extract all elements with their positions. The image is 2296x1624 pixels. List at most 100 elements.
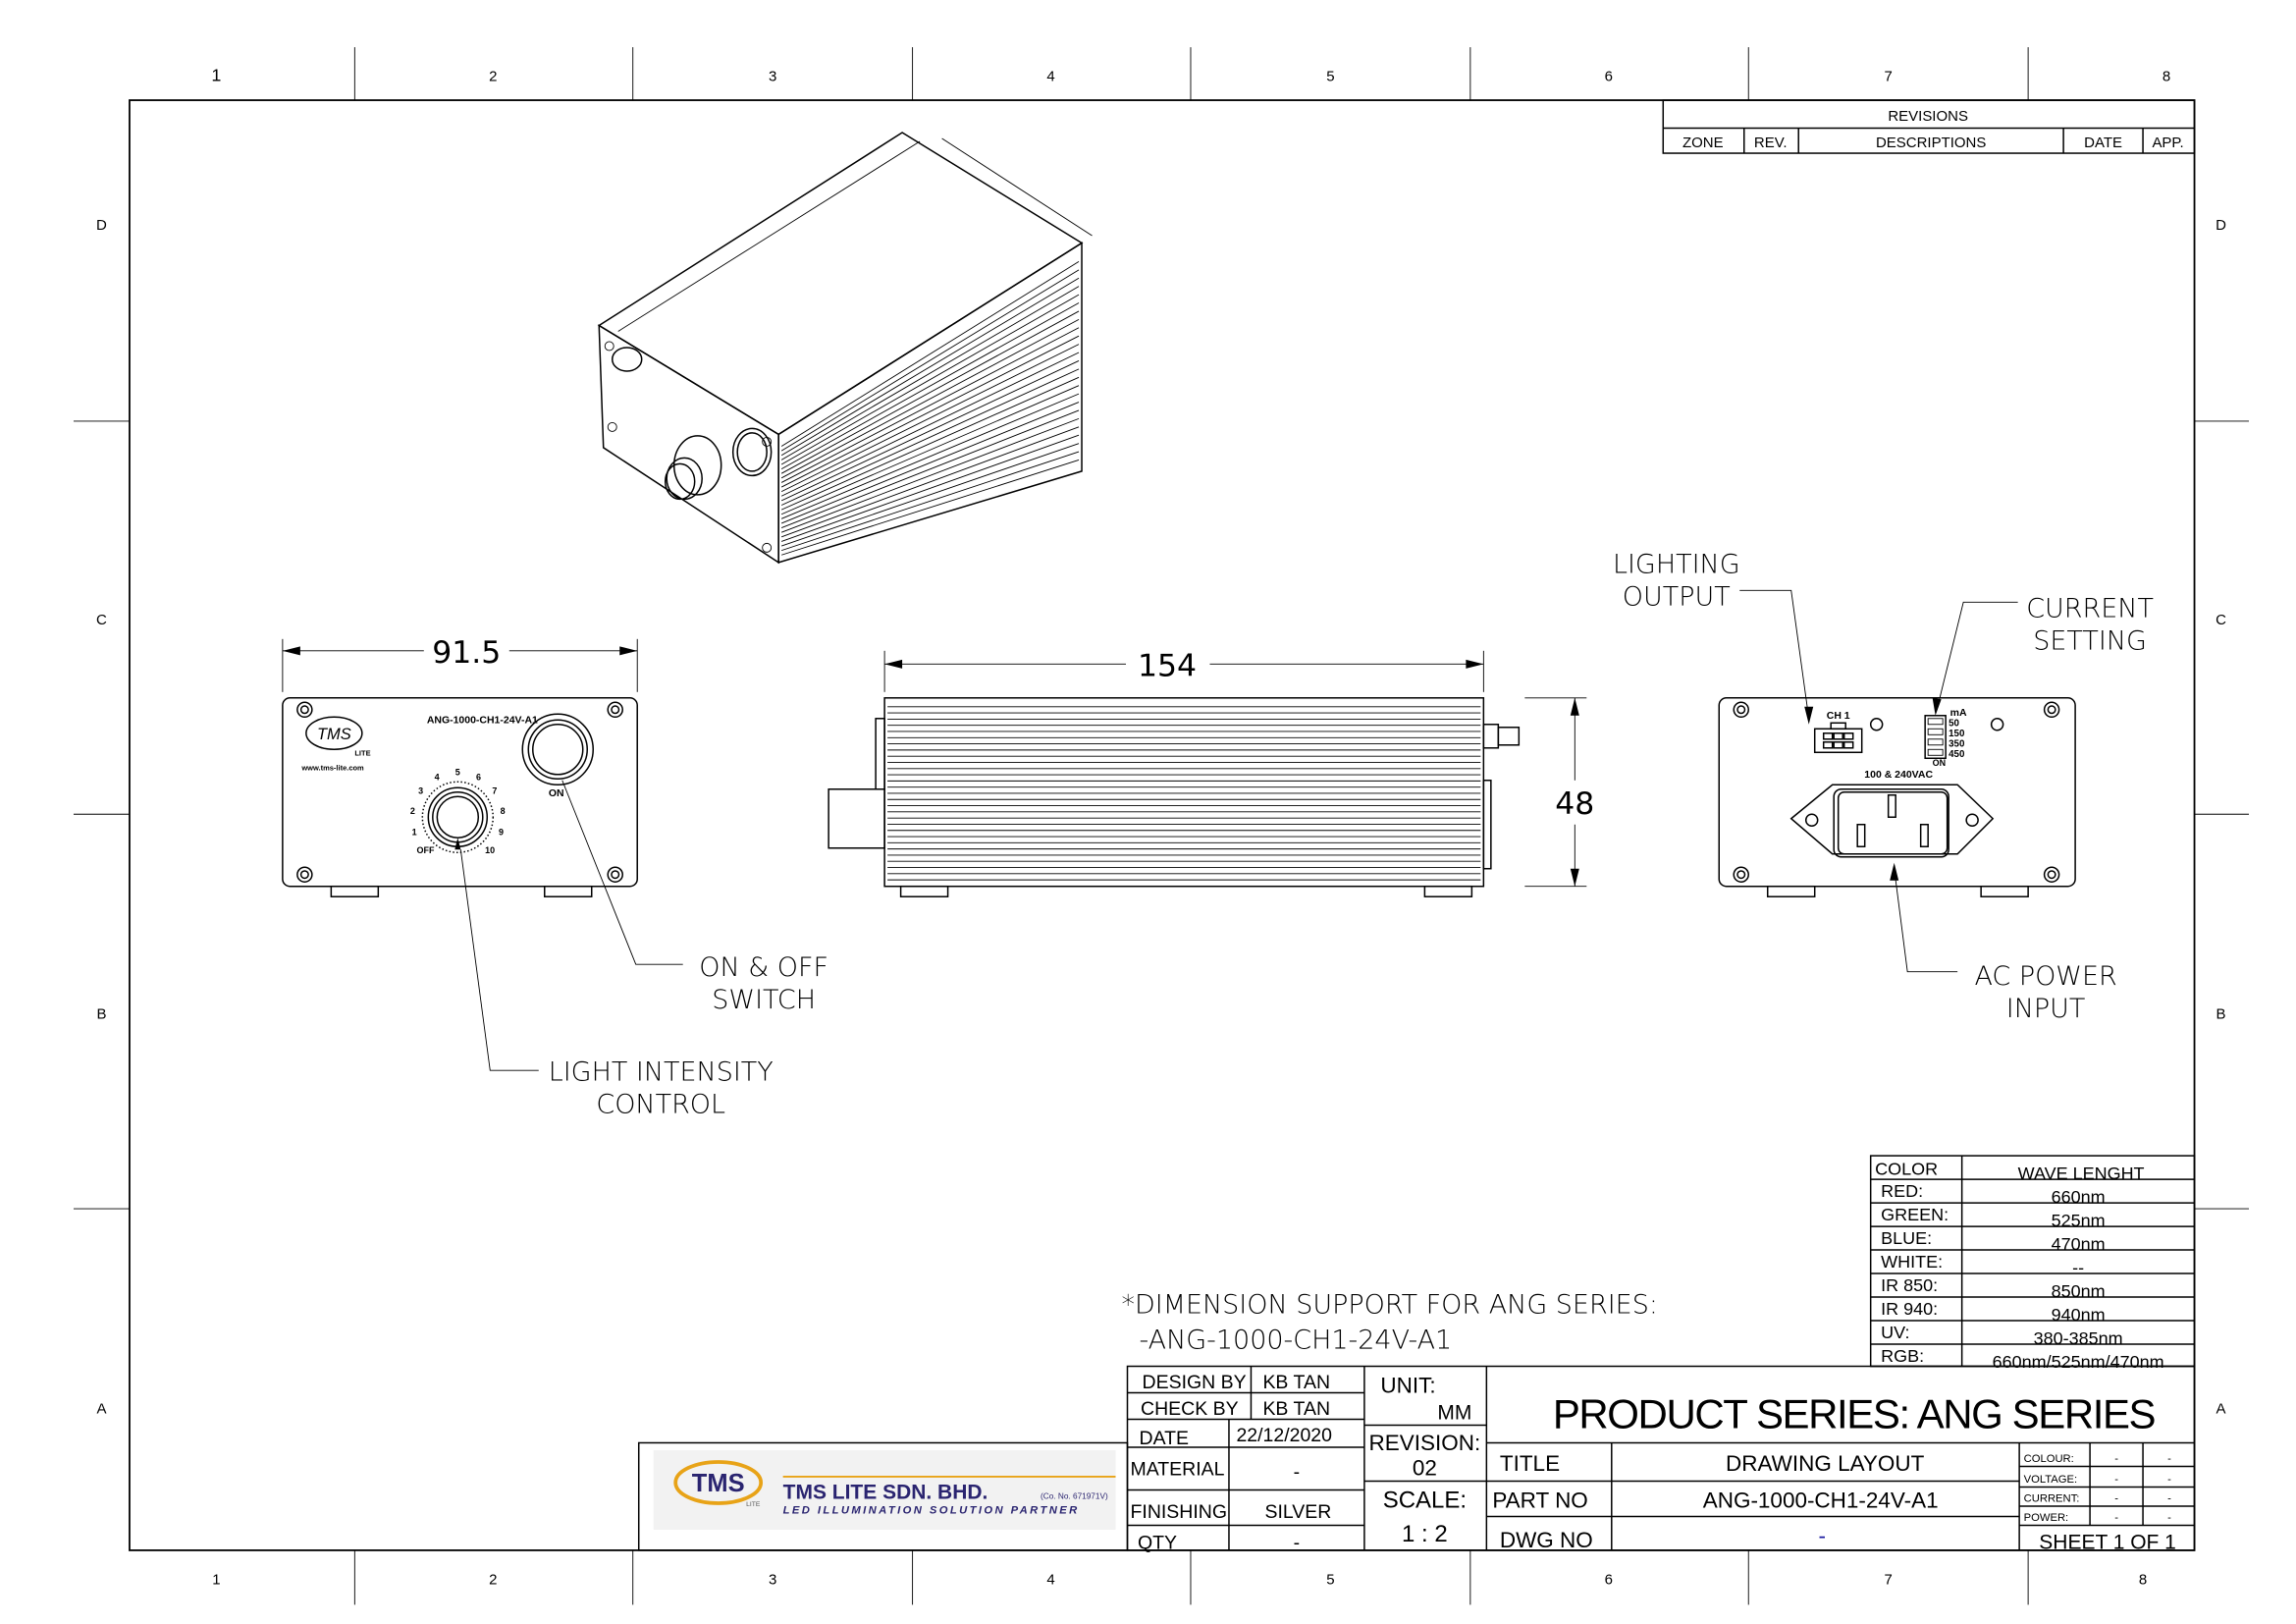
- part-no-label: PART NO: [1492, 1488, 1587, 1512]
- fin-line: [781, 426, 1080, 538]
- front-logo-sub: LITE: [354, 748, 370, 757]
- callout-lighting-output-2: OUTPUT: [1623, 581, 1731, 612]
- zone-row-left: C: [96, 612, 107, 628]
- company-logo-icon: [673, 1460, 764, 1505]
- current-dip-switch[interactable]: [1924, 715, 1947, 760]
- part-no-value: ANG-1000-CH1-24V-A1: [1703, 1488, 1939, 1512]
- callout-current-setting-1: CURRENT: [2026, 593, 2154, 623]
- isometric-view: [597, 132, 1093, 565]
- zone-column-bottom: 3: [769, 1571, 776, 1588]
- zone-column-bottom: 8: [2139, 1571, 2147, 1588]
- tms-logo-icon: [305, 716, 363, 751]
- dial-label: 5: [455, 768, 460, 778]
- color-table-color: UV:: [1881, 1323, 1909, 1342]
- on-off-switch[interactable]: [521, 713, 594, 786]
- channel-label: CH 1: [1827, 711, 1850, 722]
- fin-line: [780, 417, 1080, 533]
- qty-label: QTY: [1138, 1532, 1177, 1553]
- callout-on-off-2: SWITCH: [712, 985, 816, 1015]
- zone-column-top: 6: [1605, 69, 1613, 85]
- spec-value-b: -: [2167, 1512, 2171, 1524]
- material-value: -: [1294, 1461, 1301, 1483]
- front-logo-text: TMS: [317, 726, 351, 743]
- company-logo-block: TMS LITE TMS LITE SDN. BHD. (Co. No. 671…: [637, 1441, 1129, 1551]
- height-dimension-value: 48: [1555, 786, 1594, 822]
- date-value: 22/12/2020: [1236, 1425, 1332, 1446]
- screw-icon: [1733, 701, 2060, 883]
- callout-current-setting-2: SETTING: [2033, 625, 2147, 656]
- front-view: TMS LITE www.tms-lite.com ANG-1000-CH1-2…: [282, 635, 638, 897]
- spec-value-b: -: [2167, 1474, 2171, 1486]
- iso-switch: [731, 427, 773, 477]
- ac-power-inlet[interactable]: [1789, 784, 1995, 858]
- color-table-color: BLUE:: [1881, 1228, 1932, 1248]
- dial-label: 8: [501, 806, 506, 816]
- dip-on-label: ON: [1933, 758, 1946, 768]
- color-table-color: IR 940:: [1881, 1299, 1938, 1319]
- zone-column-top: 7: [1885, 69, 1893, 85]
- side-face-finned: [777, 242, 1083, 564]
- spec-value-a: -: [2114, 1492, 2118, 1504]
- dial-label: 4: [435, 773, 440, 783]
- finishing-label: FINISHING: [1131, 1501, 1228, 1523]
- dwg-no-label: DWG NO: [1500, 1528, 1593, 1552]
- spec-value-a: -: [2114, 1512, 2118, 1524]
- fin-line: [780, 269, 1080, 452]
- color-table-color: WHITE:: [1881, 1252, 1943, 1272]
- zone-row-right: B: [2216, 1006, 2226, 1023]
- switch-on-label: ON: [549, 788, 564, 799]
- zone-column-top: 8: [2163, 69, 2170, 85]
- date-label: DATE: [1140, 1428, 1190, 1449]
- fin-line: [780, 261, 1080, 447]
- dial-label: OFF: [416, 845, 434, 855]
- spec-label: POWER:: [2024, 1512, 2069, 1524]
- spec-value-a: -: [2114, 1453, 2118, 1465]
- color-table-header-wavelength: WAVE LENGHT: [2018, 1164, 2145, 1183]
- color-table-color: RGB:: [1881, 1346, 1924, 1366]
- company-logo-text: TMS: [692, 1470, 745, 1497]
- top-face: [597, 132, 1084, 436]
- color-table-wavelength: 380-385nm: [2034, 1328, 2123, 1348]
- spec-label: COLOUR:: [2024, 1453, 2074, 1465]
- fin-line: [780, 352, 1080, 497]
- finishing-value: SILVER: [1264, 1501, 1331, 1523]
- fin-line: [780, 376, 1080, 511]
- back-view: CH 1 mA 50 150 350 450 ON 100 & 240VAC: [1718, 697, 2076, 897]
- spec-value-a: -: [2114, 1474, 2118, 1486]
- lighting-output-connector[interactable]: [1813, 722, 1863, 754]
- revision-label: REVISION:: [1369, 1431, 1481, 1455]
- revisions-header-rev: REV.: [1754, 135, 1788, 151]
- design-by-value: KB TAN: [1262, 1372, 1330, 1393]
- spec-subtable: COLOUR:--VOLTAGE:--CURRENT:--POWER:--: [2024, 1453, 2172, 1524]
- color-table-wavelength: 660nm/525nm/470nm: [1993, 1352, 2164, 1372]
- revisions-header-zone: ZONE: [1682, 135, 1724, 151]
- title-label: TITLE: [1500, 1451, 1560, 1476]
- color-table-wavelength: 850nm: [2052, 1281, 2106, 1301]
- fin-line: [780, 385, 1080, 515]
- material-label: MATERIAL: [1131, 1458, 1225, 1480]
- zone-column-top: 1: [211, 66, 221, 85]
- front-model-label: ANG-1000-CH1-24V-A1: [427, 715, 538, 726]
- intensity-knob[interactable]: [421, 781, 495, 853]
- dimension-note: *DIMENSION SUPPORT FOR ANG SERIES:: [1122, 1290, 1658, 1321]
- qty-value: -: [1294, 1532, 1301, 1553]
- callout-ac-power-1: AC POWER: [1974, 961, 2116, 992]
- side-knob: [828, 788, 885, 849]
- color-table-color: RED:: [1881, 1181, 1923, 1201]
- fin-line: [780, 409, 1080, 528]
- company-name: TMS LITE SDN. BHD.: [783, 1481, 988, 1503]
- title-block: DESIGN BY KB TAN CHECK BY KB TAN DATE 22…: [1126, 1365, 2196, 1553]
- revisions-header-descriptions: DESCRIPTIONS: [1876, 135, 1986, 151]
- zone-column-top: 4: [1046, 69, 1054, 85]
- fin-line: [781, 460, 1080, 556]
- zone-column-bottom: 7: [1885, 1571, 1893, 1588]
- zone-column-top: 5: [1326, 69, 1334, 85]
- revisions-header-app: APP.: [2152, 135, 2183, 151]
- color-table-wavelength: 660nm: [2052, 1187, 2106, 1207]
- length-dimension: 154: [883, 648, 1484, 692]
- width-dimension: 91.5: [282, 635, 638, 692]
- check-by-value: KB TAN: [1262, 1398, 1330, 1420]
- fin-line: [780, 393, 1080, 519]
- zone-row-left: B: [96, 1006, 106, 1023]
- fin-line: [780, 344, 1080, 493]
